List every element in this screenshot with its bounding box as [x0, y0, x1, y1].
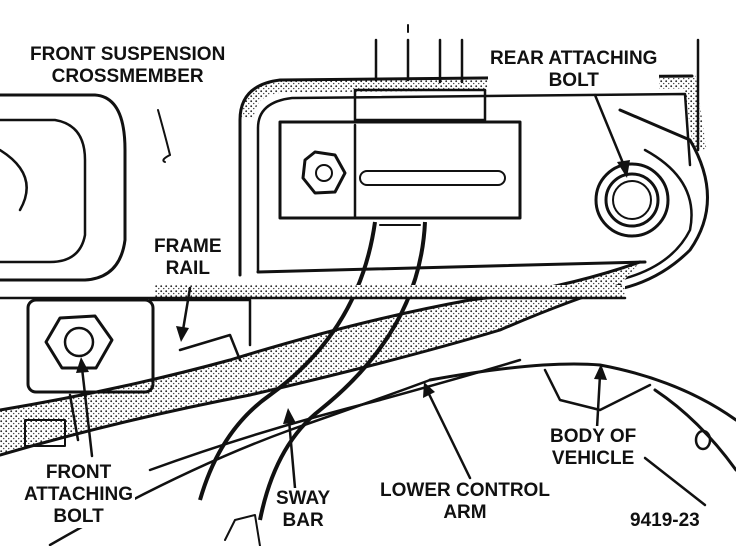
label-text: FRONT SUSPENSION — [30, 44, 226, 65]
label-text: ARM — [443, 502, 487, 523]
label-text: FRONT — [45, 462, 112, 483]
label-text: BOLT — [548, 70, 599, 91]
label-body-of-vehicle: BODY OF VEHICLE — [548, 426, 639, 470]
label-text: BAR — [282, 510, 324, 531]
label-front-suspension-crossmember: FRONT SUSPENSION CROSSMEMBER — [28, 44, 228, 88]
label-text: ATTACHING — [24, 484, 134, 505]
vehicle-body — [428, 362, 736, 472]
label-lower-control-arm: LOWER CONTROL ARM — [378, 480, 552, 524]
label-text: BOLT — [53, 506, 104, 527]
figure-number: 9419-23 — [628, 510, 702, 532]
leader-lines — [76, 93, 707, 507]
crossmember — [0, 93, 127, 282]
label-text: LOWER CONTROL — [380, 480, 550, 501]
label-text: SWAY — [276, 488, 331, 509]
label-text: FRAME — [154, 236, 222, 257]
frame-rail — [238, 24, 707, 277]
label-front-attaching-bolt: FRONT ATTACHING BOLT — [22, 462, 136, 528]
label-text: REAR ATTACHING — [490, 48, 658, 69]
frame-rail-flange — [155, 285, 625, 299]
label-text: VEHICLE — [551, 448, 635, 469]
label-text: CROSSMEMBER — [51, 66, 204, 87]
label-text: BODY OF — [550, 426, 637, 447]
label-sway-bar: SWAY BAR — [274, 488, 333, 532]
label-rear-attaching-bolt: REAR ATTACHING BOLT — [488, 48, 660, 92]
sway-bar-bracket — [278, 88, 522, 220]
front-attaching-bolt — [24, 298, 252, 447]
label-frame-rail: FRAME RAIL — [152, 236, 224, 280]
label-text: RAIL — [165, 258, 210, 279]
sway-bar — [198, 221, 427, 521]
